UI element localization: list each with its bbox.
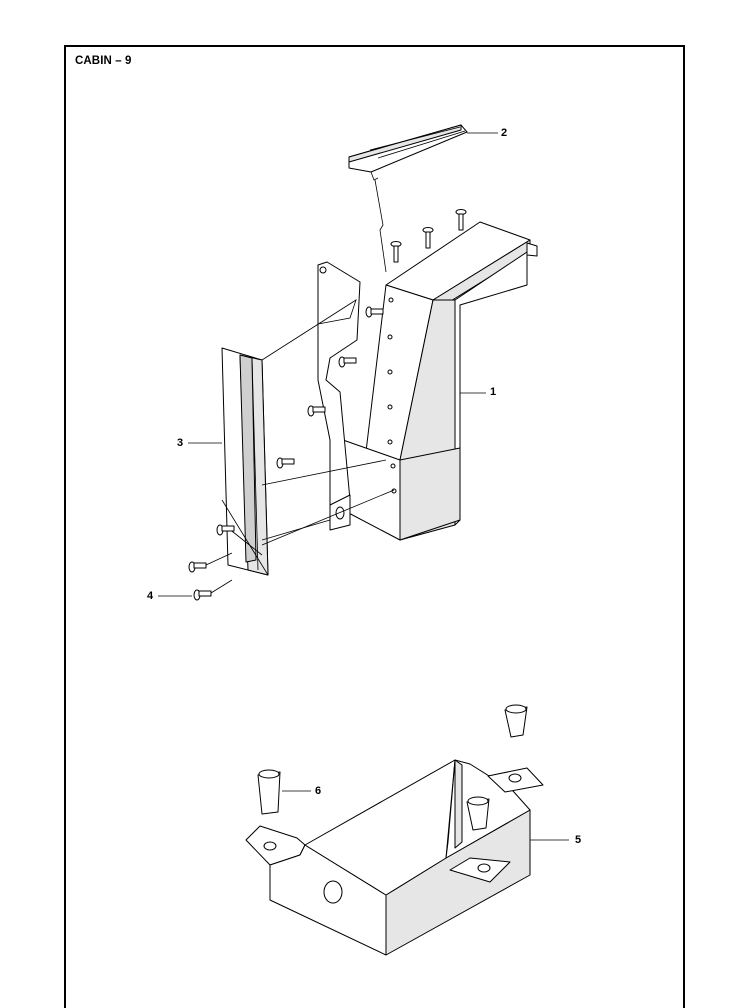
nut-top-right [504, 704, 528, 738]
nut-mid-right [466, 796, 490, 831]
callout-4: 4 [147, 590, 154, 602]
callout-1: 1 [490, 386, 497, 398]
assembly-lines [221, 179, 395, 576]
diagram-frame [64, 45, 685, 1008]
part-5-lower-bracket [245, 759, 544, 956]
callout-2: 2 [501, 127, 508, 139]
part-6-nuts [257, 704, 528, 831]
callout-3: 3 [177, 437, 184, 449]
callout-6: 6 [315, 785, 322, 797]
top-screw-a [390, 241, 402, 263]
page-title: CABIN – 9 [75, 55, 132, 67]
top-screws [390, 209, 467, 263]
part-1-main-bracket [342, 221, 538, 541]
part-4-screws [188, 306, 384, 601]
part-2-trim-strip [348, 124, 468, 181]
back-plate [317, 261, 361, 531]
nut-left [257, 769, 281, 815]
top-screw-b [422, 227, 434, 249]
leader-lines [158, 132, 569, 841]
callout-5: 5 [575, 834, 582, 846]
part-3-side-trim [221, 347, 269, 576]
top-screw-c [455, 209, 467, 231]
